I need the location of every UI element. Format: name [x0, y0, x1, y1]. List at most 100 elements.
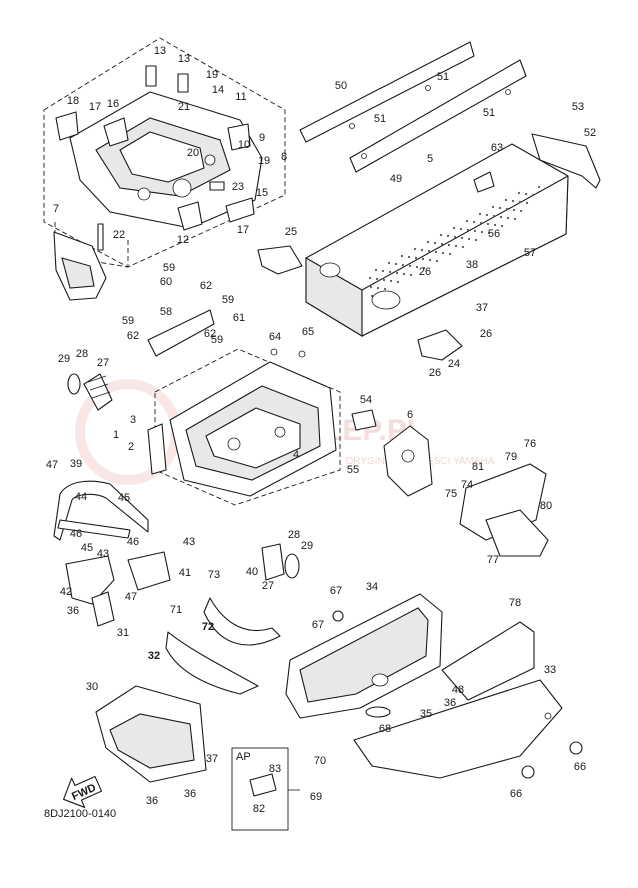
- callout-c43a: 43: [183, 536, 195, 548]
- callout-c21: 21: [178, 101, 190, 113]
- callout-c36b: 36: [146, 795, 158, 807]
- callout-c11: 11: [235, 91, 246, 103]
- tunnel-hole-dot: [447, 243, 451, 247]
- callout-c83: 83: [269, 763, 281, 775]
- callout-c43b: 43: [97, 548, 109, 560]
- rails: [299, 41, 527, 173]
- callout-c67a: 67: [330, 585, 342, 597]
- callout-c37b: 37: [206, 753, 218, 765]
- bracket-42: [65, 555, 115, 627]
- diagram-code: 8DJ2100-0140: [44, 808, 116, 820]
- callout-c20: 20: [187, 147, 199, 159]
- callout-c25: 25: [285, 226, 297, 238]
- callout-c46a: 46: [70, 528, 82, 540]
- callout-c70: 70: [314, 755, 326, 767]
- tunnel-hole-dot: [465, 219, 469, 223]
- callout-c54: 54: [360, 394, 372, 406]
- tunnel-hole-dot: [518, 200, 522, 204]
- callout-c17b: 17: [237, 224, 249, 236]
- tunnel-hole-dot: [370, 294, 374, 298]
- callout-labels: 1234567891011121313141516171718191920212…: [46, 45, 596, 815]
- callout-c66b: 66: [574, 761, 586, 773]
- tunnel-hole-dot: [388, 270, 392, 274]
- callout-c47a: 47: [46, 459, 58, 471]
- callout-c71: 71: [170, 604, 182, 616]
- tunnel-hole-dot: [394, 262, 398, 266]
- callout-c51a: 51: [437, 71, 449, 83]
- tunnel-hole-dot: [426, 240, 430, 244]
- front-frame-upper: [55, 65, 263, 231]
- tunnel-hole-dot: [459, 227, 463, 231]
- callout-c16: 16: [107, 98, 119, 110]
- tunnel-hole-dot: [498, 206, 502, 210]
- callout-c58: 58: [160, 306, 172, 318]
- tunnel-hole-dot: [474, 238, 478, 242]
- plate-25: [257, 245, 303, 275]
- tunnel-hole-dot: [478, 212, 482, 216]
- callout-c66a: 66: [510, 788, 522, 800]
- callout-c50: 50: [335, 80, 347, 92]
- callout-c55: 55: [347, 464, 359, 476]
- callout-c28b: 28: [288, 529, 300, 541]
- callout-c48: 48: [452, 684, 464, 696]
- callout-c78: 78: [509, 597, 521, 609]
- tunnel-hole-dot: [485, 213, 489, 217]
- tunnel-hole-dot: [486, 222, 490, 226]
- tunnel-hole-dot: [493, 223, 497, 227]
- tunnel-hole-dot: [525, 201, 529, 205]
- callout-c62a: 62: [200, 280, 212, 292]
- boot-27-upper: [67, 373, 113, 411]
- callout-c51b: 51: [374, 113, 386, 125]
- tunnel-hole-dot: [454, 244, 458, 248]
- callout-c81: 81: [472, 461, 484, 473]
- callout-c52: 52: [584, 127, 596, 139]
- callout-c6: 6: [407, 409, 413, 421]
- tunnel-hole-dot: [409, 273, 413, 277]
- boot-27-lower: [261, 543, 300, 581]
- ap-label: AP: [236, 751, 251, 763]
- tunnel-hole-dot: [517, 191, 521, 195]
- callout-c61: 61: [233, 312, 245, 324]
- tunnel-hole-dot: [472, 220, 476, 224]
- callout-c18: 18: [67, 95, 79, 107]
- tunnel-hole-dot: [480, 230, 484, 234]
- grab-bar-39: [53, 480, 149, 541]
- tunnel-hole-dot: [537, 185, 541, 189]
- callout-c59c: 59: [122, 315, 134, 327]
- callout-c10: 10: [238, 139, 250, 151]
- tunnel-hole-dot: [473, 229, 477, 233]
- callout-c19a: 19: [206, 69, 218, 81]
- callout-c47b: 47: [125, 591, 137, 603]
- tunnel-hole-dot: [428, 258, 432, 262]
- tunnel-hole-dot: [389, 279, 393, 283]
- callout-c69: 69: [310, 791, 322, 803]
- callout-c31: 31: [117, 627, 129, 639]
- tunnel-hole-dot: [500, 224, 504, 228]
- callout-c30: 30: [86, 681, 98, 693]
- panel-76: [459, 463, 549, 557]
- ap-inset: AP: [231, 747, 300, 831]
- tunnel-hole-dot: [401, 263, 405, 267]
- callout-c63: 63: [491, 142, 503, 154]
- tunnel-hole-dot: [414, 256, 418, 260]
- callout-c17a: 17: [89, 101, 101, 113]
- callout-c26c: 26: [429, 367, 441, 379]
- callout-c72: 72: [202, 621, 214, 633]
- callout-c14: 14: [212, 84, 224, 96]
- callout-c77: 77: [487, 554, 499, 566]
- tunnel-hole-dot: [434, 250, 438, 254]
- tunnel-hole-dot: [512, 208, 516, 212]
- tunnel-hole-dot: [427, 249, 431, 253]
- callout-c64: 64: [269, 331, 281, 343]
- tunnel-hole-dot: [446, 234, 450, 238]
- callout-c73: 73: [208, 569, 220, 581]
- callout-c26b: 26: [480, 328, 492, 340]
- callout-c29b: 29: [301, 540, 313, 552]
- callout-c5: 5: [427, 153, 433, 165]
- callout-c38: 38: [466, 259, 478, 271]
- callout-c32: 32: [148, 650, 160, 662]
- tunnel-hole-dot: [460, 236, 464, 240]
- tunnel-hole-dot: [415, 265, 419, 269]
